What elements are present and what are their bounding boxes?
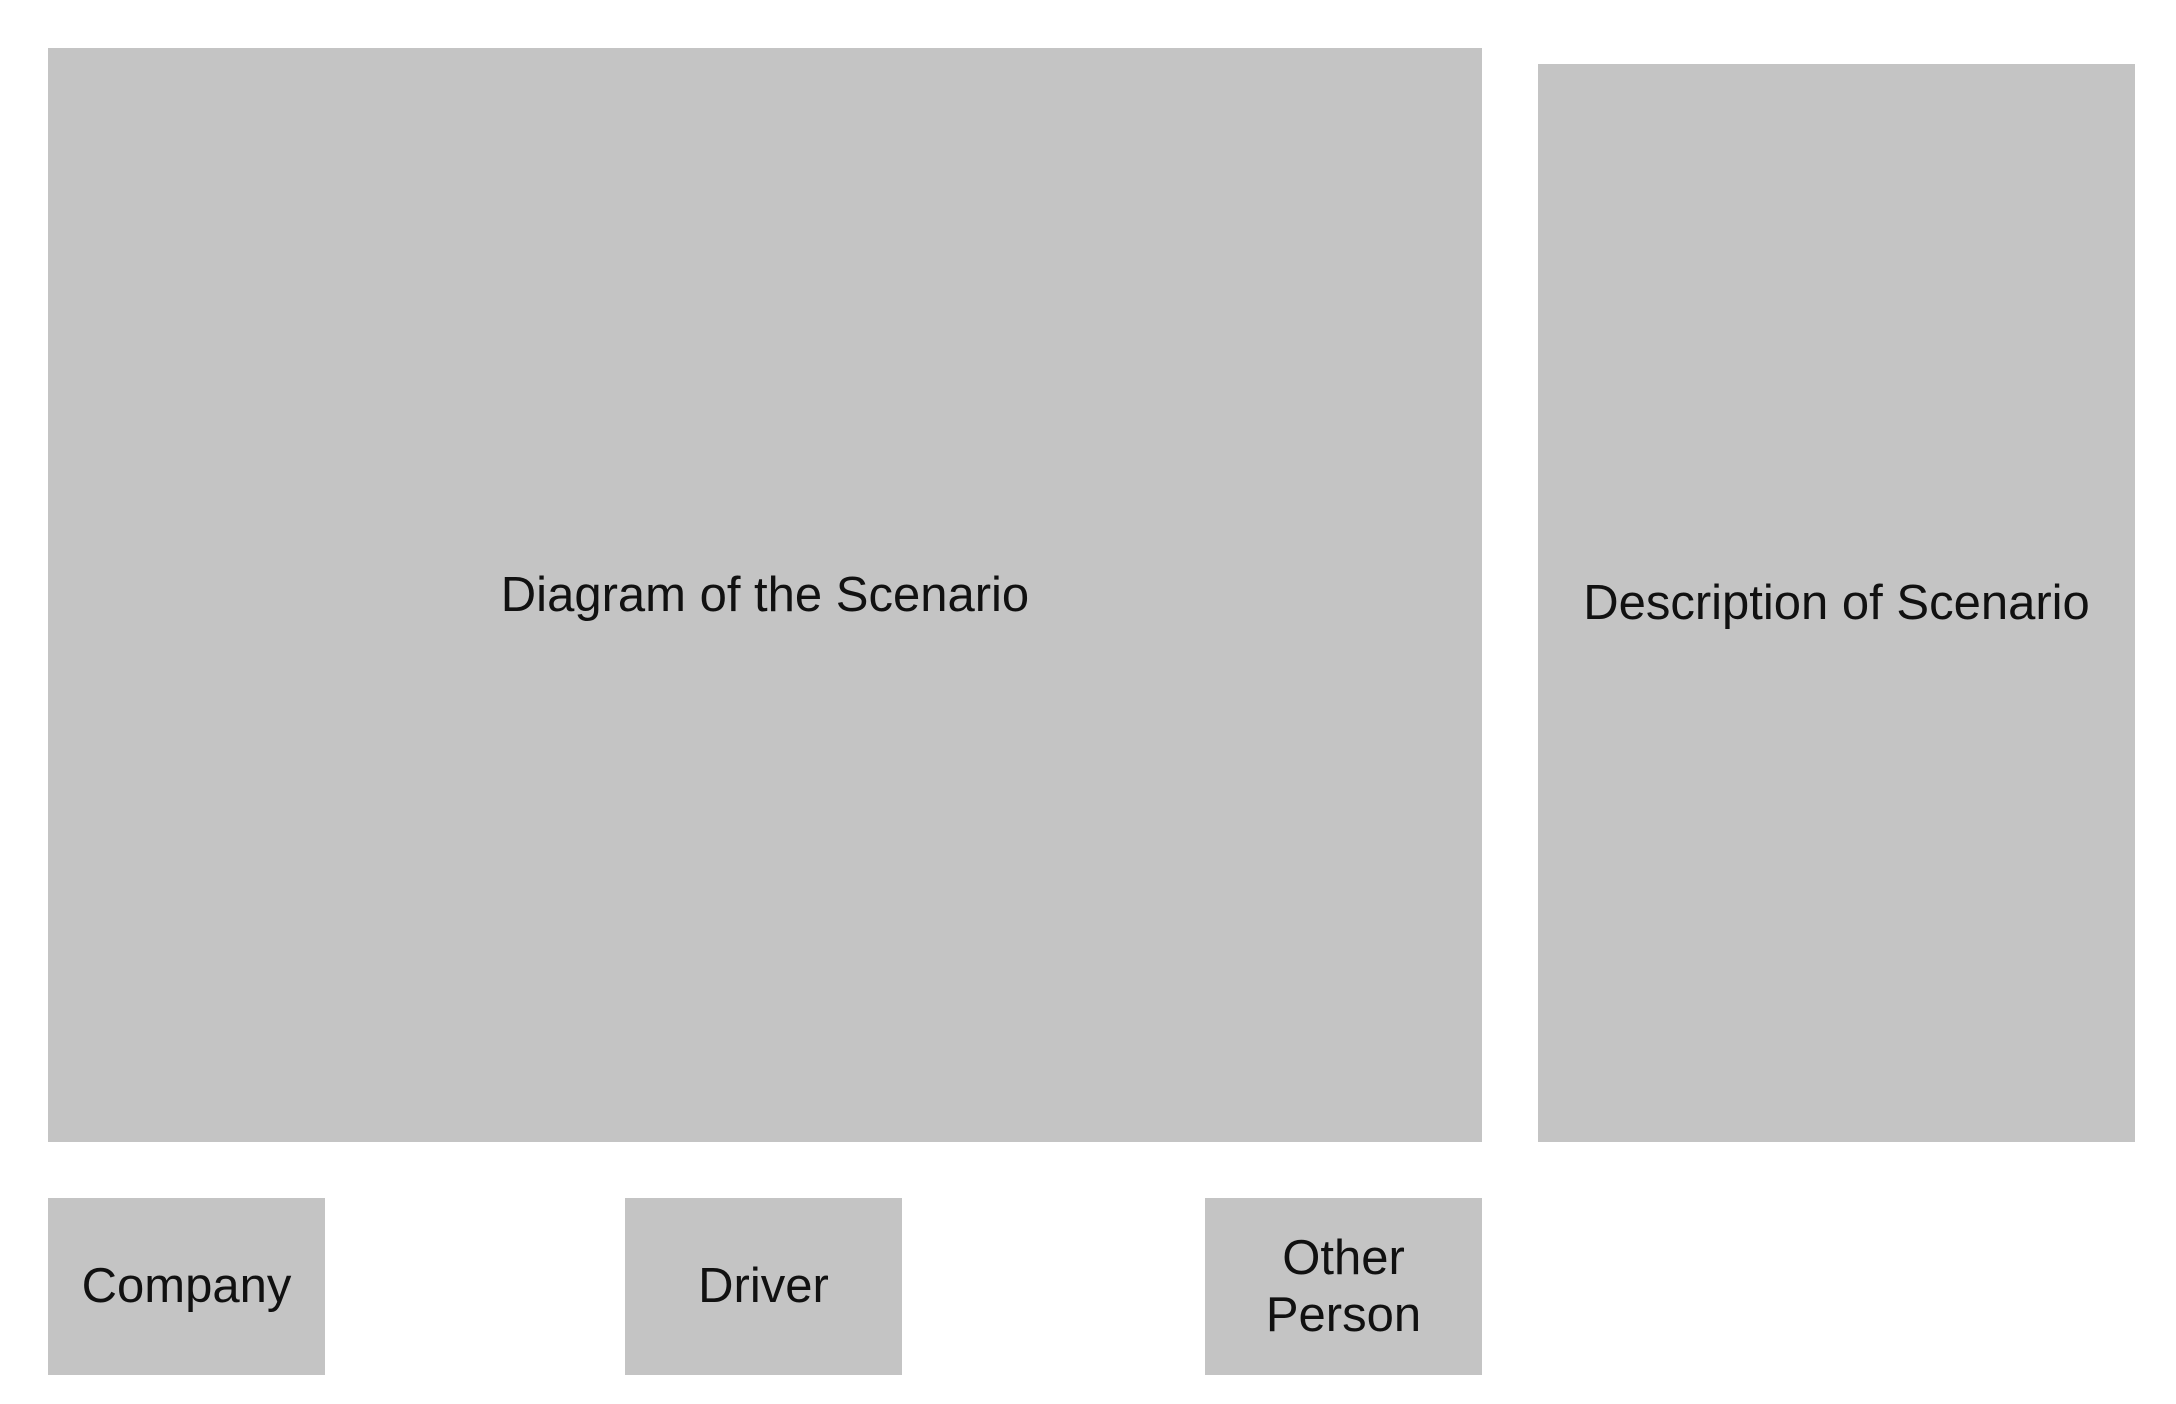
scenario-description-label: Description of Scenario [1583, 575, 2090, 630]
scenario-diagram: Diagram of the Scenario [48, 48, 1482, 1142]
other-person-button[interactable]: Other Person [1205, 1198, 1482, 1375]
company-button-label: Company [81, 1259, 292, 1314]
driver-button-label: Driver [698, 1259, 829, 1314]
driver-button[interactable]: Driver [625, 1198, 902, 1375]
scenario-description: Description of Scenario [1538, 64, 2135, 1142]
other-person-button-label: Other Person [1265, 1231, 1422, 1342]
scenario-diagram-label: Diagram of the Scenario [500, 567, 1030, 622]
company-button[interactable]: Company [48, 1198, 325, 1375]
